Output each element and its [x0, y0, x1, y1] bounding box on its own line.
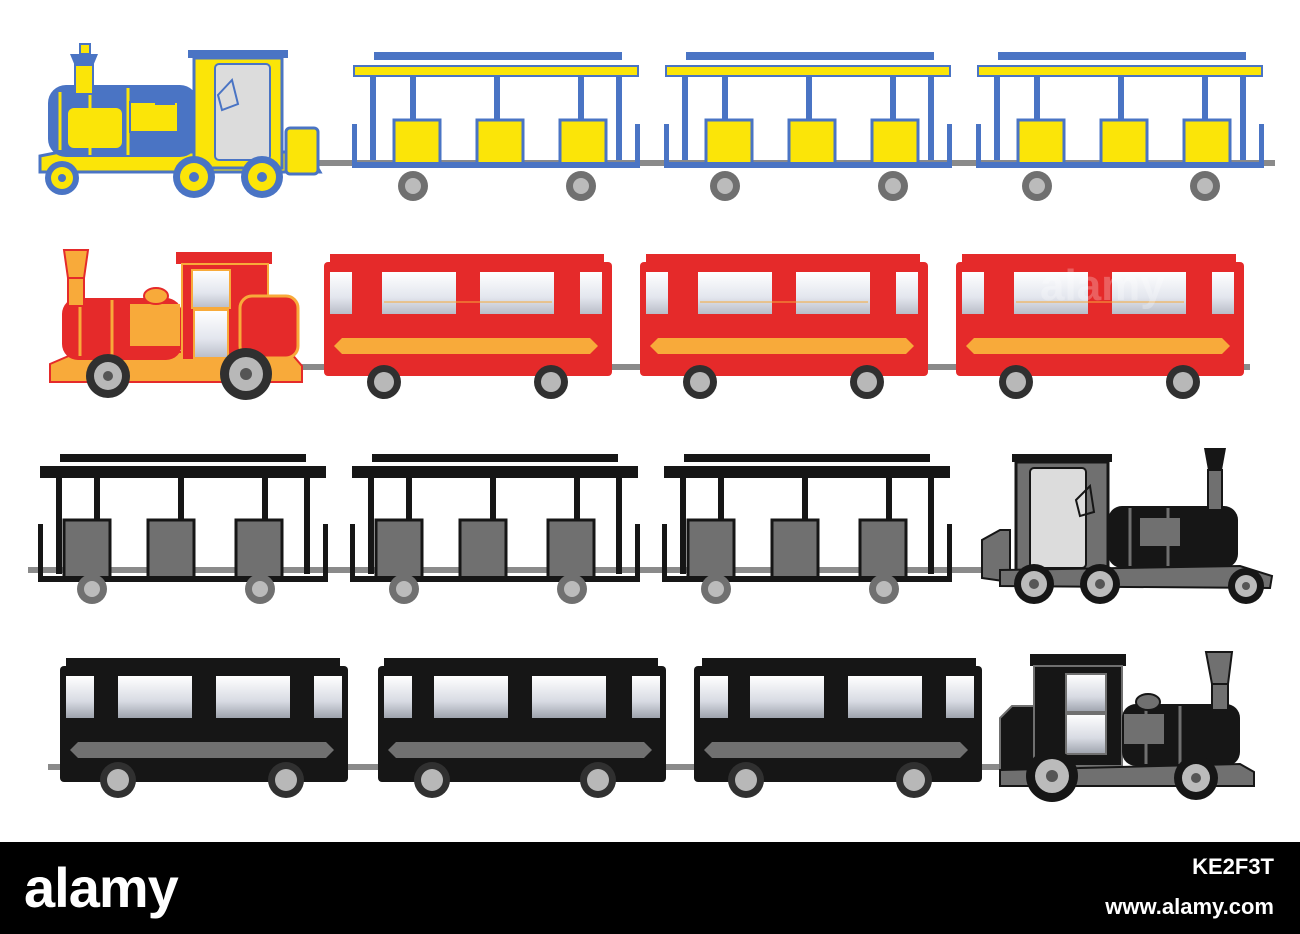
coach-red-1 [324, 254, 612, 399]
open-car-3 [976, 52, 1264, 201]
open-car-gray-1 [38, 454, 328, 604]
stock-footer: alamy KE2F3T www.alamy.com [0, 842, 1300, 934]
train-blue-yellow [38, 43, 1275, 201]
locomotive-red-orange [49, 249, 303, 400]
coach-red-2 [640, 254, 928, 399]
coupling-rail [28, 567, 988, 573]
train-red-orange [49, 249, 1250, 400]
image-meta: KE2F3T www.alamy.com [1034, 842, 1274, 934]
open-car-gray-3 [662, 454, 952, 604]
brand-logo: alamy [24, 856, 179, 919]
locomotive-black [999, 651, 1255, 802]
train-black [48, 651, 1255, 802]
train-gray-black [28, 448, 1274, 604]
coach-red-3 [956, 254, 1244, 399]
coach-black-3 [694, 658, 982, 798]
train-illustration: alamy [28, 43, 1275, 802]
open-car-gray-2 [350, 454, 640, 604]
open-car-1 [352, 52, 640, 201]
locomotive-blue-yellow [38, 43, 323, 198]
locomotive-gray [981, 448, 1274, 604]
coach-black-1 [60, 658, 348, 798]
site-url: www.alamy.com [1105, 894, 1274, 919]
image-id: KE2F3T [1192, 854, 1274, 879]
coach-black-2 [378, 658, 666, 798]
open-car-2 [664, 52, 952, 201]
watermark: alamy [1040, 261, 1165, 310]
